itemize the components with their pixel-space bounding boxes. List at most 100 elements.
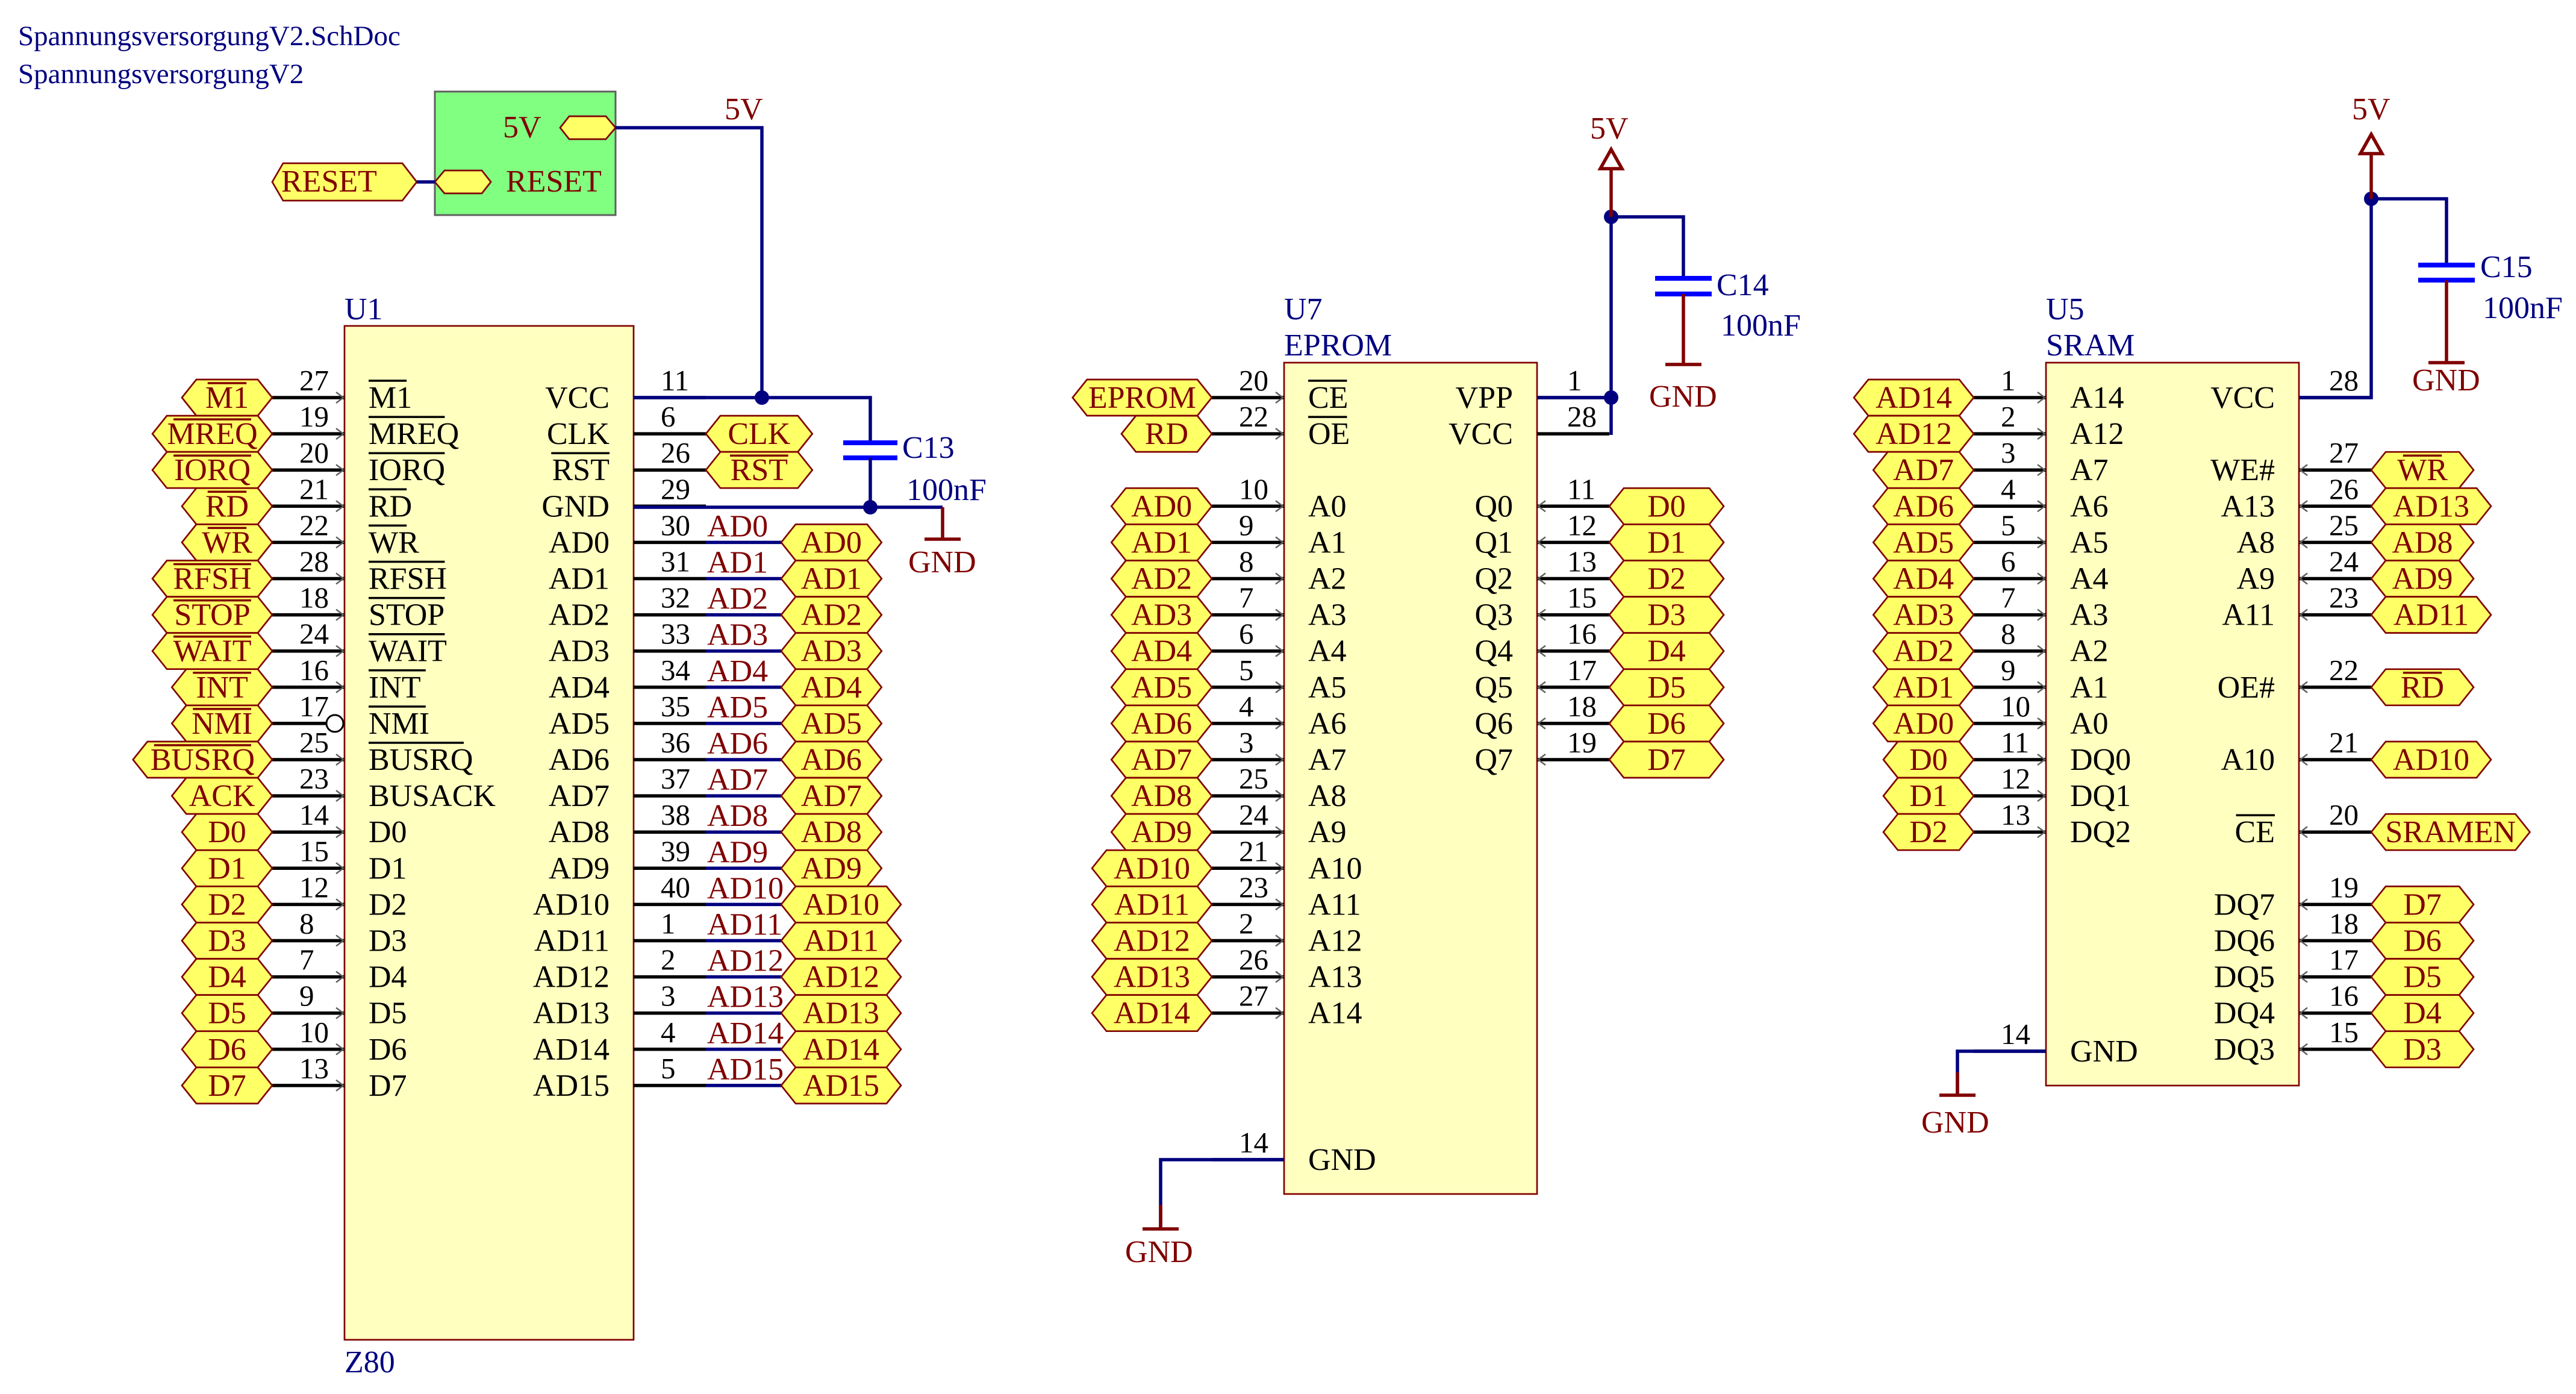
- u1-port-wait[interactable]: [151, 632, 273, 670]
- sheet-entry-5v-label: 5V: [503, 110, 541, 145]
- sheet-entry-5v[interactable]: [559, 115, 617, 140]
- u1-pin-direction-icon: [335, 790, 345, 802]
- u1-pin-name: D2: [369, 887, 407, 922]
- u7-pin-name: A8: [1308, 779, 1347, 813]
- u5-pin-name: A1: [2070, 670, 2109, 705]
- u5-port-ad11[interactable]: [2370, 596, 2492, 634]
- u1-port-ack[interactable]: [170, 777, 273, 815]
- u7-pin-direction-icon: [1275, 572, 1285, 585]
- u1-pin-name: AD9: [549, 851, 610, 886]
- u7-pin-name: A3: [1308, 598, 1347, 633]
- u7-port-eprom[interactable]: [1071, 378, 1213, 417]
- u1-pin-number: 14: [299, 798, 329, 831]
- u1-port-ad15[interactable]: [780, 1066, 902, 1105]
- u7-port-label: D5: [1647, 670, 1686, 705]
- u1-port-d7[interactable]: [181, 1066, 273, 1105]
- u7-pin-direction-icon: [1275, 862, 1285, 875]
- u7-pin-number: 4: [1239, 690, 1254, 723]
- u1-net-label: AD0: [707, 509, 768, 543]
- port-reset-label: RESET: [281, 164, 377, 199]
- sheet-symbol-body[interactable]: [434, 90, 617, 216]
- u5-pin-name: A10: [2221, 743, 2275, 777]
- u5-pin-name: DQ7: [2214, 887, 2275, 922]
- u1-pin-number: 31: [661, 545, 690, 578]
- u7-port-label: D7: [1647, 743, 1686, 777]
- sheet-symbol[interactable]: 5V RESET: [434, 90, 617, 216]
- u5-pin-name: A11: [2222, 598, 2275, 633]
- u1-pin-name: RFSH: [369, 562, 447, 596]
- c13-value: 100nF: [906, 473, 987, 507]
- u5-pin-name: A14: [2070, 381, 2124, 415]
- u1-pin-number: 10: [299, 1016, 329, 1049]
- wire-vcc-c13: [634, 396, 872, 443]
- u5-port-d2[interactable]: [1882, 813, 1975, 851]
- u7-pin-direction-icon: [1536, 717, 1546, 730]
- u7-pin-number: 5: [1239, 654, 1254, 687]
- u5-pin-number: 14: [2001, 1017, 2030, 1051]
- u1-pin-number: 18: [299, 581, 329, 614]
- u5-pin-direction-icon: [2037, 681, 2047, 693]
- u7-pin-number: 24: [1239, 798, 1268, 831]
- u7-pin-number: 19: [1567, 726, 1597, 759]
- u1-pin-direction-icon: [335, 645, 345, 657]
- u1-port-label: AD3: [801, 634, 862, 669]
- u7-port-label: RD: [1145, 417, 1188, 451]
- u5-pin-number: 13: [2001, 798, 2030, 831]
- u5-pin-name: DQ5: [2214, 960, 2275, 995]
- u1-pin-name: AD2: [549, 598, 610, 633]
- u5-port-ad12[interactable]: [1853, 414, 1975, 453]
- u5-port-ad0[interactable]: [1872, 704, 1975, 743]
- u1-pin-number: 7: [299, 943, 314, 977]
- u5-pin-name: OE#: [2218, 670, 2275, 705]
- sheet-entry-reset[interactable]: [434, 169, 492, 195]
- u1-port-label: STOP: [174, 598, 250, 633]
- u7-port-d7[interactable]: [1608, 740, 1725, 779]
- c14-designator: C14: [1717, 268, 1769, 302]
- u7-pin-name: VCC: [1449, 417, 1513, 451]
- u1-pin-number: 36: [661, 726, 690, 759]
- u1-pin-number: 29: [661, 472, 690, 505]
- u1-port-iorq[interactable]: [151, 451, 273, 489]
- component-u1[interactable]: U1 Z80 27M1M119MREQMREQ20IORQIORQ21RDRD2…: [132, 292, 902, 1380]
- junction-u1-vcc: [755, 390, 769, 405]
- u1-pin-name: D4: [369, 960, 407, 995]
- u7-pin-direction-icon: [1275, 790, 1285, 802]
- u1-port-label: AD7: [801, 779, 862, 813]
- u5-pin-number: 19: [2329, 870, 2359, 904]
- u5-pin-direction-icon: [2037, 428, 2047, 440]
- u7-pin-direction-icon: [1536, 500, 1546, 513]
- u7-port-rd[interactable]: [1120, 414, 1213, 453]
- u1-port-rst[interactable]: [705, 451, 814, 489]
- u5-pin-direction-icon: [2298, 970, 2308, 983]
- capacitor-c13[interactable]: C13 100nF GND: [634, 390, 987, 580]
- u5-port-d3[interactable]: [2370, 1030, 2475, 1069]
- u7-pin-number: 2: [1239, 907, 1254, 940]
- u7-port-ad14[interactable]: [1091, 994, 1213, 1033]
- u1-pin-name: NMI: [369, 707, 429, 741]
- u5-port-rd[interactable]: [2370, 668, 2475, 707]
- u7-pin-name: Q1: [1474, 525, 1513, 560]
- u1-pin-name: BUSRQ: [369, 743, 473, 777]
- u1-pin-number: 19: [299, 400, 329, 433]
- u7-pin-direction-icon: [1275, 1007, 1285, 1019]
- u5-pin-direction-icon: [2298, 934, 2308, 947]
- u7-port-label: EPROM: [1088, 381, 1196, 415]
- u5-port-label: AD13: [2393, 489, 2469, 524]
- component-u5[interactable]: U5 SRAM 1A14AD142A12AD123A7AD74A6AD65A5A…: [1853, 292, 2531, 1087]
- u5-port-ad10[interactable]: [2370, 740, 2492, 779]
- u5-pin-name: DQ0: [2070, 743, 2131, 777]
- u1-port-label: D2: [208, 887, 246, 922]
- u1-net-label: AD12: [707, 944, 784, 978]
- u5-pin-number: 26: [2329, 472, 2359, 505]
- u1-net-label: AD1: [707, 546, 768, 580]
- u5-pin-number: 15: [2329, 1016, 2359, 1049]
- u7-body[interactable]: [1283, 361, 1538, 1195]
- u5-pin-direction-icon: [2298, 681, 2308, 693]
- component-u7[interactable]: U7 EPROM 20CEEPROM22OERD10A0AD09A1AD18A2…: [1071, 292, 1725, 1195]
- u7-pin-name: GND: [1308, 1143, 1376, 1177]
- u5-body[interactable]: [2045, 361, 2300, 1087]
- u5-port-sramen[interactable]: [2370, 813, 2531, 851]
- u1-pin-direction-icon: [335, 572, 345, 585]
- u1-port-busrq[interactable]: [132, 740, 273, 779]
